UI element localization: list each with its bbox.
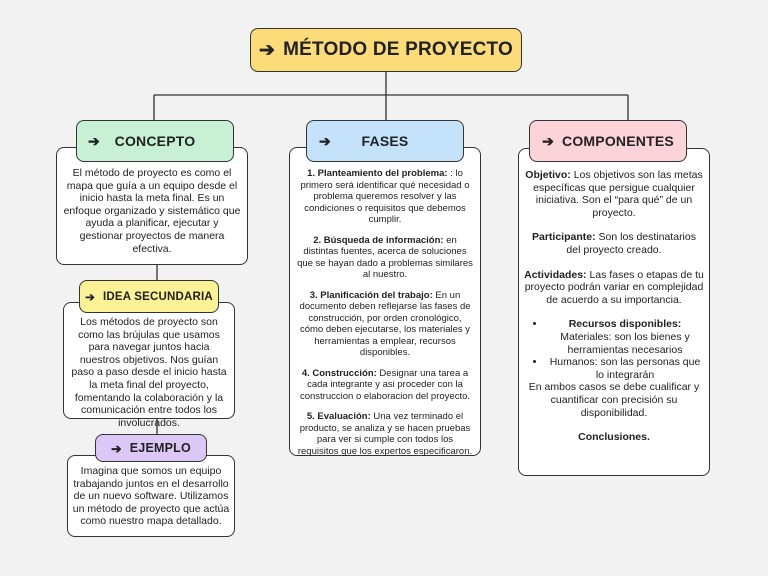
arrow-right-icon: ➔: [88, 132, 100, 149]
fases-card: 1. Planteamiento del problema: : lo prim…: [289, 147, 481, 457]
componente-objetivo: Objetivo: Los objetivos son las metas es…: [525, 169, 703, 219]
arrow-right-icon: ➔: [111, 441, 122, 456]
arrow-right-icon: ➔: [542, 132, 555, 149]
ejemplo-node[interactable]: ➔ EJEMPLO: [95, 434, 207, 462]
concepto-label: CONCEPTO: [114, 133, 196, 149]
recursos-list: Recursos disponibles: Materiales: son lo…: [524, 318, 704, 381]
list-item: Recursos disponibles: Materiales: son lo…: [546, 318, 704, 356]
arrow-right-icon: ➔: [85, 291, 95, 304]
idea-card: Los métodos de proyecto son como las brú…: [63, 302, 235, 429]
idea-node[interactable]: ➔ IDEA SECUNDARIA: [79, 280, 219, 313]
fase-2: 2. Búsqueda de información: en distintas…: [297, 234, 473, 281]
arrow-right-icon: ➔: [319, 132, 331, 149]
componentes-node[interactable]: ➔ COMPONENTES: [529, 120, 687, 162]
arrow-right-icon: ➔: [259, 39, 276, 61]
ejemplo-label: EJEMPLO: [129, 441, 191, 455]
fases-node[interactable]: ➔ FASES: [306, 120, 464, 162]
fase-5: 5. Evaluación: Una vez terminado el prod…: [297, 411, 473, 457]
concepto-card: El método de proyecto es como el mapa qu…: [56, 147, 248, 265]
componente-conclusiones: Conclusiones.: [578, 431, 650, 444]
ejemplo-card: Imagina que somos un equipo trabajando j…: [67, 455, 235, 537]
componente-cierre: En ambos casos se debe cualificar y cuan…: [528, 381, 700, 419]
list-item: Humanos: son las personas que lo integra…: [546, 356, 704, 381]
idea-label: IDEA SECUNDARIA: [102, 290, 213, 303]
componentes-label: COMPONENTES: [562, 133, 674, 149]
idea-text: Los métodos de proyecto son como las brú…: [71, 316, 227, 429]
fase-1: 1. Planteamiento del problema: : lo prim…: [300, 168, 470, 225]
concepto-node[interactable]: ➔ CONCEPTO: [76, 120, 234, 162]
fases-label: FASES: [361, 133, 409, 149]
ejemplo-text: Imagina que somos un equipo trabajando j…: [72, 465, 230, 528]
concepto-text: El método de proyecto es como el mapa qu…: [63, 167, 241, 255]
fase-3: 3. Planificación del trabajo: En un docu…: [299, 289, 471, 359]
componentes-card: Objetivo: Los objetivos son las metas es…: [518, 148, 710, 476]
title-text: MÉTODO DE PROYECTO: [283, 39, 513, 60]
componente-participante: Participante: Son los destinatarios del …: [531, 231, 696, 256]
fase-4: 4. Construcción: Designar una tarea a ca…: [299, 367, 471, 402]
componente-actividades: Actividades: Las fases o etapas de tu pr…: [524, 268, 704, 306]
title-node[interactable]: ➔ MÉTODO DE PROYECTO: [250, 28, 522, 72]
